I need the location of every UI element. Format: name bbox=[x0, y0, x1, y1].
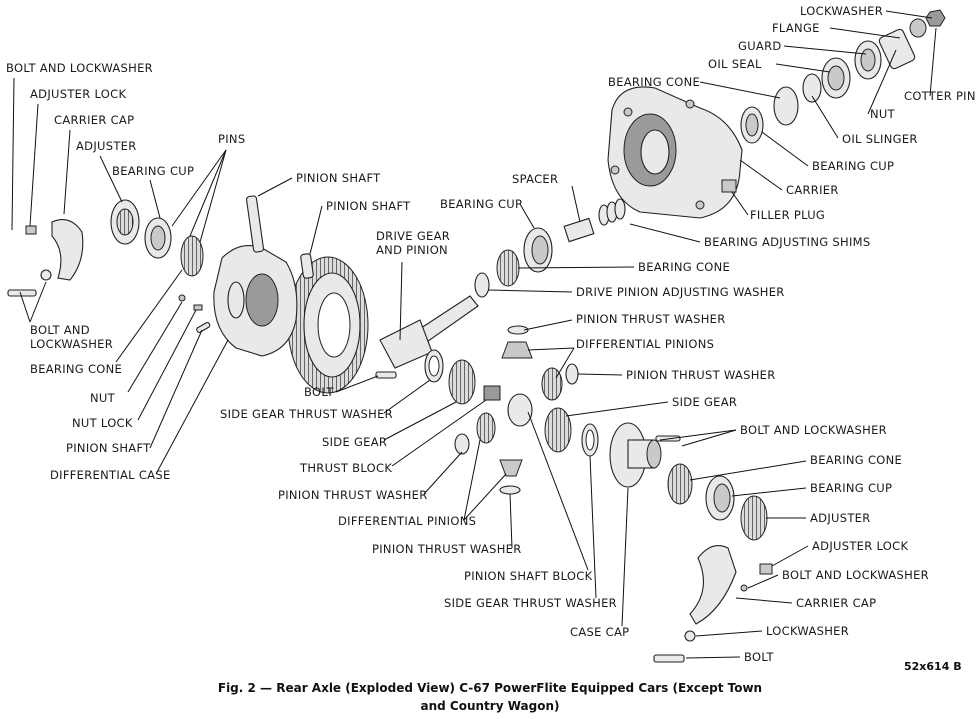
label-pins: PINS bbox=[218, 132, 245, 146]
figure-reference: 52x614 B bbox=[904, 660, 962, 673]
left-adjuster-lock bbox=[25, 225, 37, 235]
pinion-shaft-block bbox=[507, 393, 533, 427]
right-adjuster-lock bbox=[759, 563, 773, 575]
part-labels: LOCKWASHER FLANGE GUARD OIL SEAL BEARING… bbox=[6, 4, 976, 673]
differential-case bbox=[213, 245, 298, 357]
bolt-bottom bbox=[653, 654, 685, 663]
label-oil-slinger: OIL SLINGER bbox=[842, 132, 918, 146]
label-carrier-cap-right: CARRIER CAP bbox=[796, 596, 876, 610]
pinion-shaft-short bbox=[300, 253, 314, 279]
label-nut-top: NUT bbox=[870, 107, 896, 121]
thrust-block bbox=[483, 385, 501, 401]
lockwasher-bottom bbox=[684, 630, 696, 642]
left-carrier-cap bbox=[51, 219, 84, 281]
left-bearing-stack bbox=[110, 199, 204, 277]
label-bearing-cone-left: BEARING CONE bbox=[30, 362, 122, 376]
label-differential-case: DIFFERENTIAL CASE bbox=[50, 468, 171, 482]
case-cap bbox=[609, 422, 662, 488]
label-bearing-adjusting-shims: BEARING ADJUSTING SHIMS bbox=[704, 235, 870, 249]
label-nut-left: NUT bbox=[90, 391, 116, 405]
label-lockwasher-bottom: LOCKWASHER bbox=[766, 624, 849, 638]
right-bearing-cone bbox=[667, 463, 693, 505]
right-carrier-cap bbox=[689, 545, 737, 625]
label-pinion-shaft-left: PINION SHAFT bbox=[66, 441, 151, 455]
label-bearing-cone-right: BEARING CONE bbox=[810, 453, 902, 467]
label-bolt-bottom: BOLT bbox=[744, 650, 774, 664]
label-bearing-cup-left: BEARING CUP bbox=[112, 164, 194, 178]
drive-gear bbox=[287, 256, 369, 394]
carrier-housing bbox=[607, 86, 743, 219]
label-side-gear-thrust-washer-2: SIDE GEAR THRUST WASHER bbox=[444, 596, 617, 610]
label-oil-seal: OIL SEAL bbox=[708, 57, 762, 71]
side-gear-right bbox=[544, 407, 572, 453]
pinion-shaft-long bbox=[245, 195, 265, 253]
right-adjuster bbox=[740, 495, 768, 541]
label-bearing-cup-carrier: BEARING CUP bbox=[812, 159, 894, 173]
label-bearing-cup-pinion: BEARING CUP bbox=[440, 197, 522, 211]
label-bearing-cup-right: BEARING CUP bbox=[810, 481, 892, 495]
label-pinion-shaft-block: PINION SHAFT BLOCK bbox=[464, 569, 593, 583]
bearing-adjusting-shims bbox=[598, 198, 626, 226]
label-bolt-lockwasher-left2-line2: LOCKWASHER bbox=[30, 337, 113, 351]
label-bearing-cone-pinion: BEARING CONE bbox=[638, 260, 730, 274]
label-pinion-thrust-washer-1: PINION THRUST WASHER bbox=[576, 312, 726, 326]
label-filler-plug: FILLER PLUG bbox=[750, 208, 825, 222]
label-drive-pinion-adjusting-washer: DRIVE PINION ADJUSTING WASHER bbox=[576, 285, 785, 299]
label-differential-pinions-1: DIFFERENTIAL PINIONS bbox=[576, 337, 714, 351]
label-bolt-lockwasher-left2-line1: BOLT AND bbox=[30, 323, 90, 337]
label-bolt-and-lockwasher-left: BOLT AND LOCKWASHER bbox=[6, 61, 153, 75]
label-spacer: SPACER bbox=[512, 172, 558, 186]
label-adjuster-right: ADJUSTER bbox=[810, 511, 871, 525]
label-pinion-shaft-1: PINION SHAFT bbox=[296, 171, 381, 185]
label-pinion-shaft-2: PINION SHAFT bbox=[326, 199, 411, 213]
label-carrier-cap-left: CARRIER CAP bbox=[54, 113, 134, 127]
label-carrier: CARRIER bbox=[786, 183, 839, 197]
pinion-front-parts bbox=[740, 9, 946, 144]
figure-caption-line2: and Country Wagon) bbox=[420, 699, 560, 713]
label-pinion-thrust-washer-3: PINION THRUST WASHER bbox=[278, 488, 428, 502]
label-pinion-thrust-washer-2: PINION THRUST WASHER bbox=[626, 368, 776, 382]
drive-pinion-adjusting-washer bbox=[474, 272, 490, 298]
label-flange: FLANGE bbox=[772, 21, 820, 35]
label-side-gear-thrust-washer-1: SIDE GEAR THRUST WASHER bbox=[220, 407, 393, 421]
differential-pinion-top bbox=[501, 341, 533, 359]
spacer bbox=[563, 217, 595, 243]
center-bolt bbox=[375, 371, 397, 379]
label-bolt-and-lockwasher-right2: BOLT AND LOCKWASHER bbox=[782, 568, 929, 582]
label-differential-pinions-2: DIFFERENTIAL PINIONS bbox=[338, 514, 476, 528]
label-drive-gear-line2: AND PINION bbox=[376, 243, 448, 257]
label-side-gear-right: SIDE GEAR bbox=[672, 395, 737, 409]
pinion-thrust-washer-top bbox=[507, 325, 529, 335]
label-adjuster-lock-right: ADJUSTER LOCK bbox=[812, 539, 908, 553]
label-nut-lock: NUT LOCK bbox=[72, 416, 133, 430]
leader-lines bbox=[11, 10, 937, 659]
label-adjuster-lock-left: ADJUSTER LOCK bbox=[30, 87, 126, 101]
label-bolt-center: BOLT bbox=[304, 385, 334, 399]
pinion-bearing-cone bbox=[496, 249, 520, 287]
label-cotter-pin: COTTER PIN bbox=[904, 89, 976, 103]
label-adjuster-left: ADJUSTER bbox=[76, 139, 137, 153]
label-case-cap: CASE CAP bbox=[570, 625, 629, 639]
label-lockwasher-top: LOCKWASHER bbox=[800, 4, 883, 18]
label-bearing-cone-top: BEARING CONE bbox=[608, 75, 700, 89]
side-gear-left bbox=[448, 359, 476, 405]
label-thrust-block: THRUST BLOCK bbox=[299, 461, 392, 475]
figure-caption-line1: Fig. 2 — Rear Axle (Exploded View) C-67 … bbox=[217, 681, 763, 695]
label-bolt-and-lockwasher-right: BOLT AND LOCKWASHER bbox=[740, 423, 887, 437]
label-guard: GUARD bbox=[738, 39, 782, 53]
left-bolt bbox=[7, 289, 37, 297]
label-side-gear-left: SIDE GEAR bbox=[322, 435, 387, 449]
filler-plug bbox=[721, 179, 737, 193]
label-pinion-thrust-washer-4: PINION THRUST WASHER bbox=[372, 542, 522, 556]
label-drive-gear-line1: DRIVE GEAR bbox=[376, 229, 450, 243]
left-lockwasher bbox=[40, 269, 52, 281]
